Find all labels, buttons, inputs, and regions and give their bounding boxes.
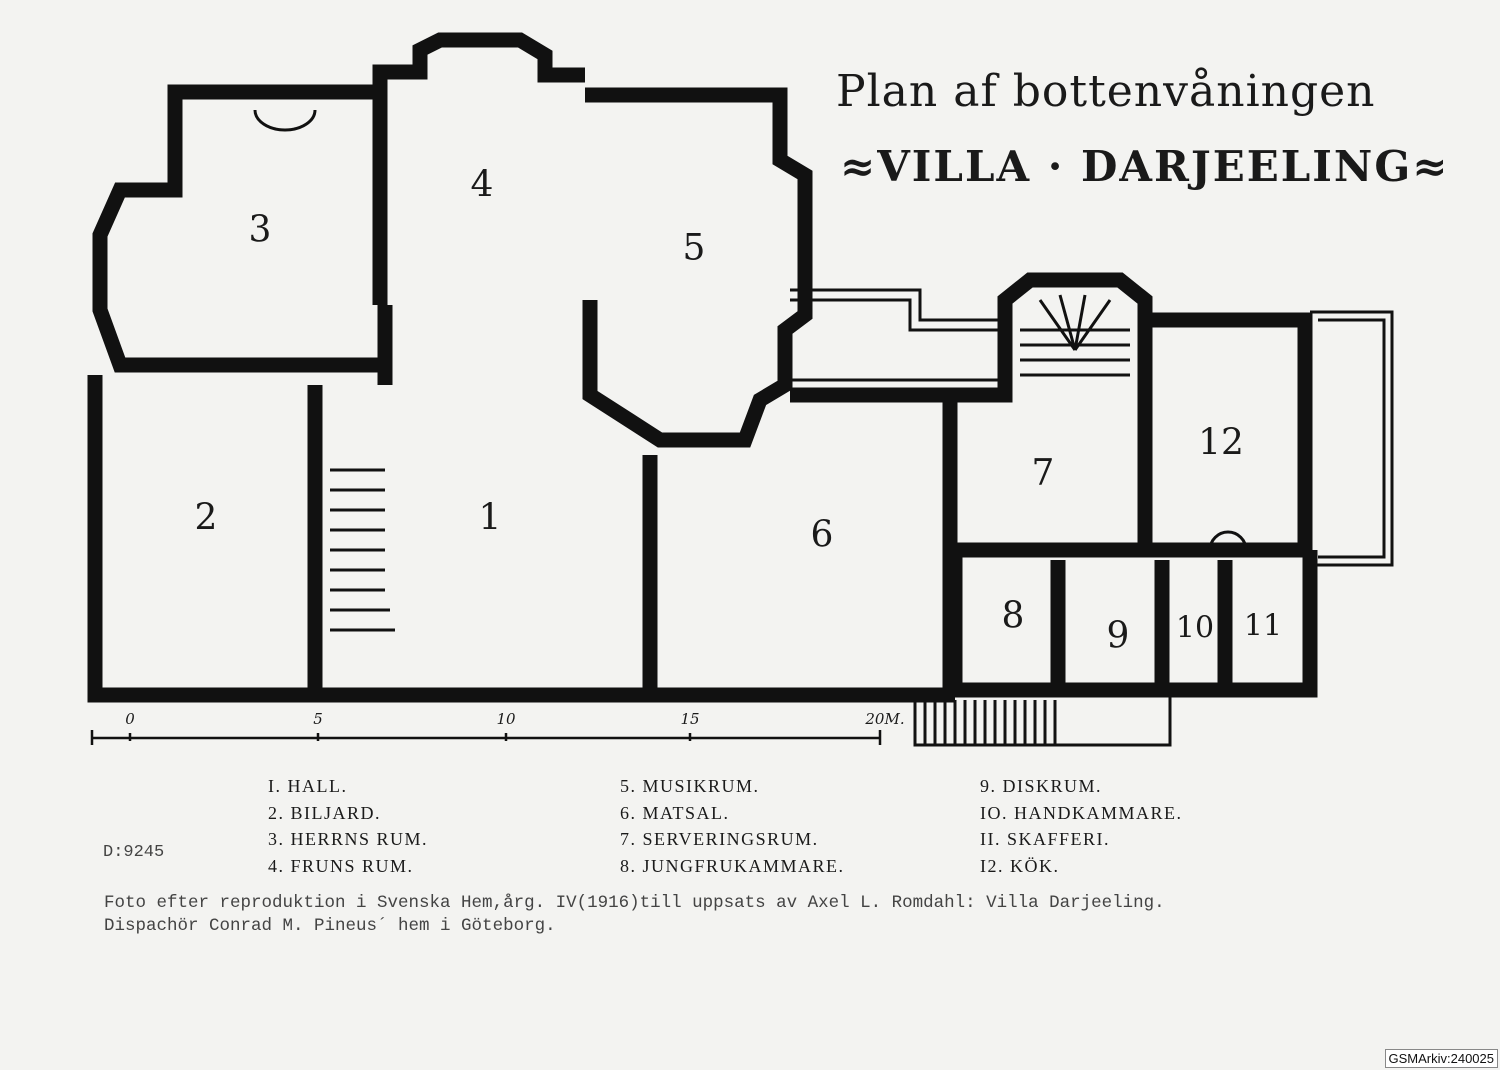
- scale-label-5: 5: [313, 710, 323, 728]
- legend-item: IO. HANDKAMMARE.: [980, 802, 1183, 823]
- legend-item: I2. KÖK.: [980, 855, 1060, 876]
- terrace-outline: [1310, 310, 1394, 567]
- wall-room-3: [92, 84, 380, 373]
- room-label-5: 5: [682, 227, 706, 269]
- legend-item: 9. DISKRUM.: [980, 776, 1103, 796]
- wall-room-7: [955, 272, 1153, 558]
- legend-column-3: 9. DISKRUM. IO. HANDKAMMARE. II. SKAFFER…: [980, 773, 1183, 879]
- wall-room-12: [1145, 312, 1313, 558]
- wall-room-5: [582, 87, 813, 448]
- room-label-3: 3: [248, 209, 272, 251]
- room-label-8: 8: [1001, 595, 1025, 637]
- wall-service-rooms: [947, 550, 1318, 698]
- legend-item: I. HALL.: [268, 776, 348, 796]
- legend-item: 5. MUSIKRUM.: [620, 776, 760, 796]
- legend-item: 4. FRUNS RUM.: [268, 855, 414, 876]
- villa-title: ≈VILLA · DARJEELING≈: [840, 142, 1450, 191]
- legend-item: 7. SERVERINGSRUM.: [620, 829, 819, 849]
- caption-line-2: Dispachör Conrad M. Pineus´ hem i Götebo…: [104, 916, 556, 936]
- spiral-stair: [1020, 294, 1130, 377]
- legend-column-1: I. HALL. 2. BILJARD. 3. HERRNS RUM. 4. F…: [268, 773, 428, 879]
- photo-caption: Foto efter reproduktion i Svenska Hem,år…: [104, 892, 1165, 938]
- plan-title: Plan af bottenvåningen: [836, 66, 1376, 117]
- legend-item: 8. JUNGFRUKAMMARE.: [620, 855, 845, 876]
- scale-label-20: 20M.: [865, 710, 905, 728]
- room-label-4: 4: [470, 164, 494, 206]
- entrance-steps: [913, 690, 1172, 747]
- room-label-11: 11: [1243, 608, 1283, 644]
- fireplace-room-3: [253, 109, 317, 132]
- wall-room-1: [377, 305, 658, 695]
- room-label-1: 1: [478, 497, 502, 539]
- room-label-6: 6: [810, 514, 834, 556]
- legend-item: 2. BILJARD.: [268, 802, 382, 823]
- scale-label-0: 0: [125, 710, 135, 728]
- caption-line-1: Foto efter reproduktion i Svenska Hem,år…: [104, 893, 1165, 913]
- room-label-9: 9: [1106, 615, 1130, 657]
- legend-item: II. SKAFFERI.: [980, 829, 1111, 849]
- reference-number: D:9245: [103, 843, 165, 862]
- room-label-12: 12: [1198, 422, 1244, 464]
- room-label-2: 2: [194, 497, 218, 539]
- archive-label: GSMArkiv:240025: [1384, 1049, 1498, 1068]
- scale-bar: [90, 730, 882, 745]
- corridor-outline: [790, 288, 1000, 382]
- legend-item: 6. MATSAL.: [620, 802, 730, 823]
- stair-treads: [330, 468, 395, 632]
- scale-label-10: 10: [496, 710, 516, 728]
- legend-item: 3. HERRNS RUM.: [268, 829, 429, 849]
- room-label-7: 7: [1031, 452, 1055, 494]
- legend-column-2: 5. MUSIKRUM. 6. MATSAL. 7. SERVERINGSRUM…: [620, 773, 845, 879]
- wall-room-4: [372, 32, 585, 305]
- room-label-10: 10: [1175, 610, 1215, 646]
- alcove-room-12: [1208, 530, 1248, 551]
- scale-label-15: 15: [680, 710, 700, 728]
